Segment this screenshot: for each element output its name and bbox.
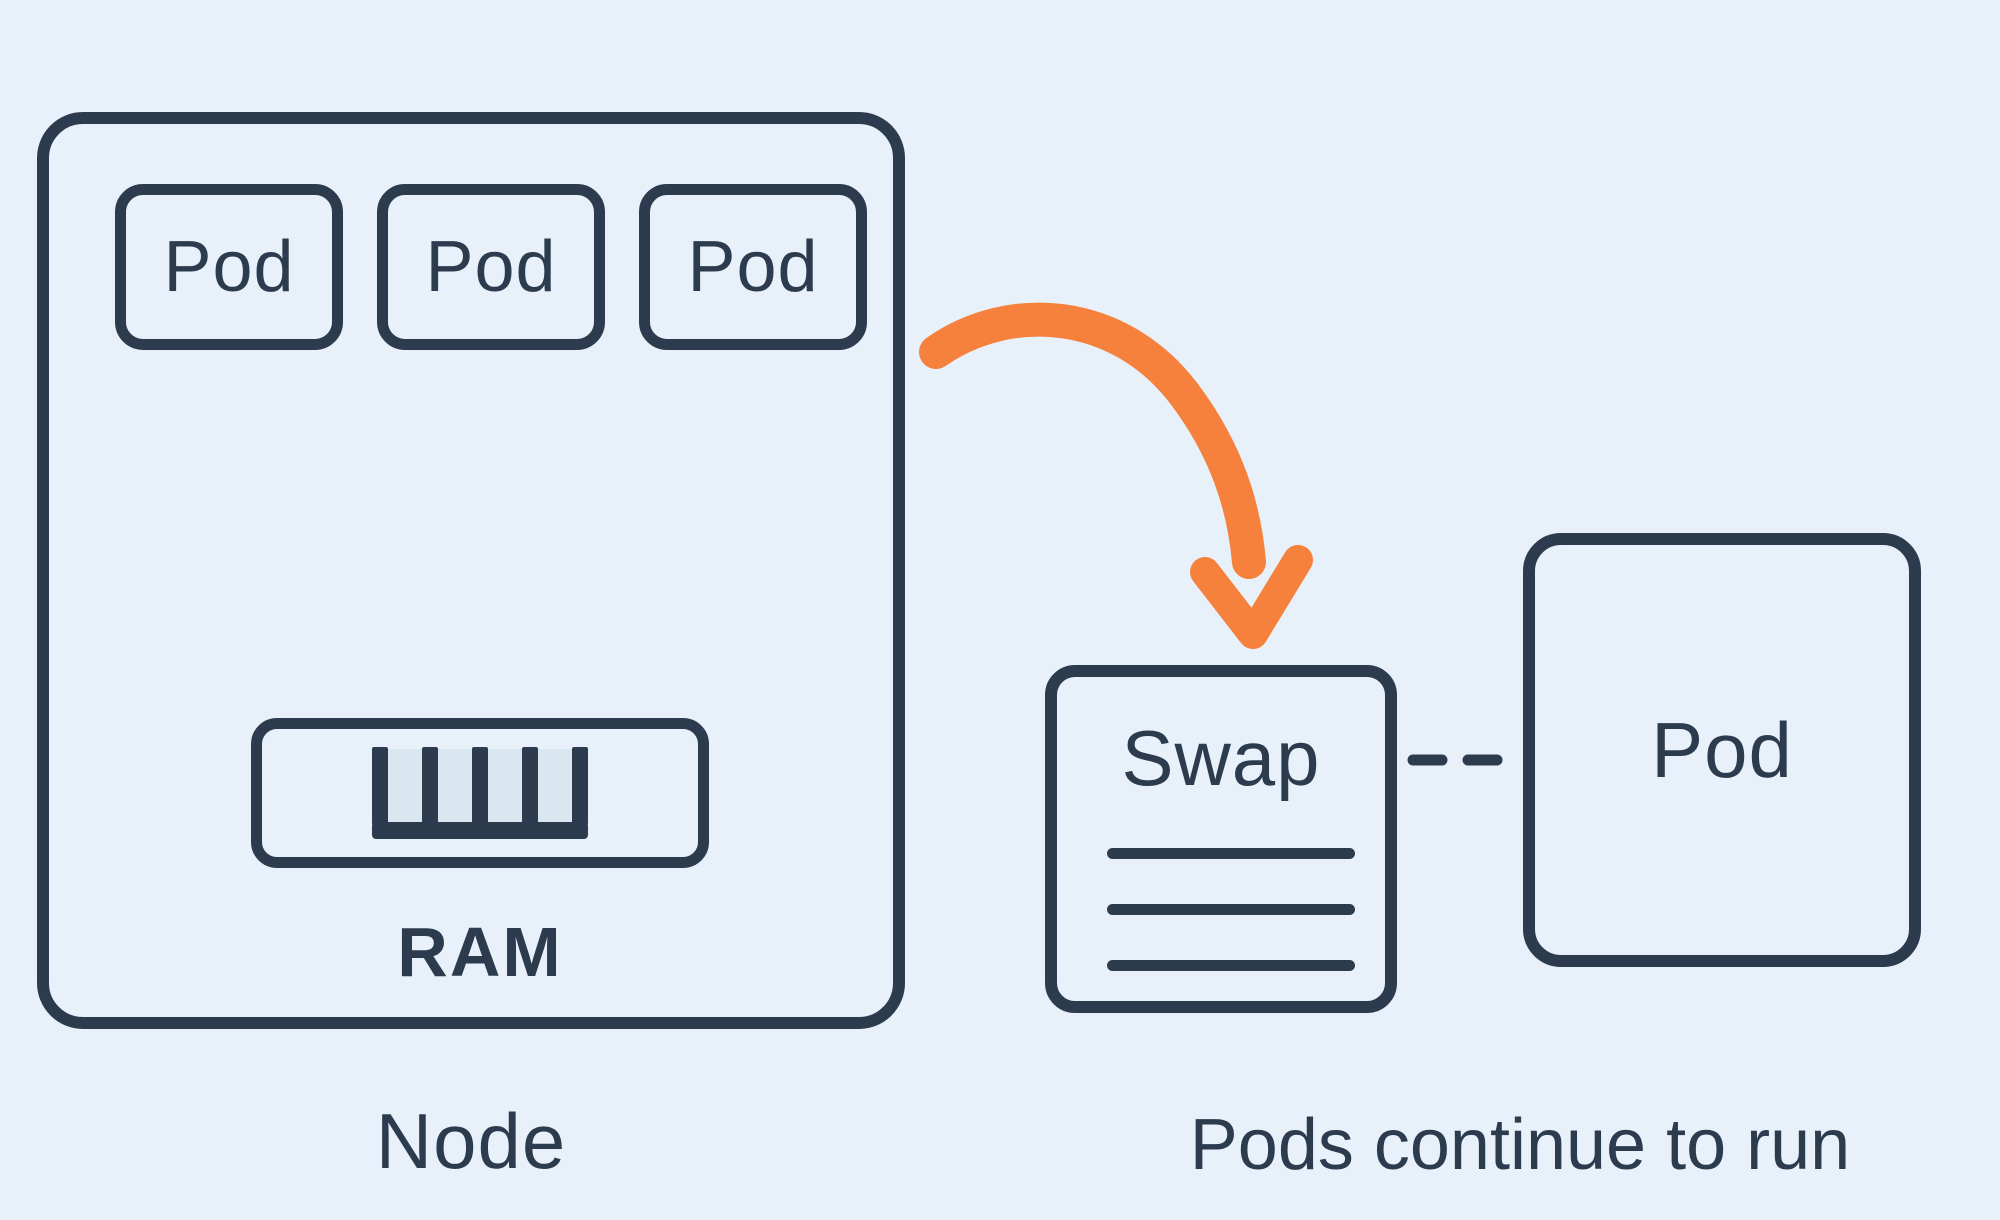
pod-box-3: Pod bbox=[639, 184, 867, 350]
ram-box bbox=[251, 718, 709, 868]
pod-box-1: Pod bbox=[115, 184, 343, 350]
swap-lines-icon bbox=[1107, 960, 1355, 971]
ram-label: RAM bbox=[397, 913, 563, 991]
pod-box-2: Pod bbox=[377, 184, 605, 350]
standalone-pod-box: Pod bbox=[1523, 533, 1921, 967]
standalone-pod-label: Pod bbox=[1651, 705, 1793, 794]
pod-2-label: Pod bbox=[425, 227, 557, 307]
ram-chip-icon bbox=[372, 747, 588, 839]
swap-lines-icon bbox=[1107, 848, 1355, 859]
curved-arrow-icon bbox=[919, 302, 1313, 649]
node-box: Pod Pod Pod RAM bbox=[37, 112, 905, 1029]
caption-text: Pods continue to run bbox=[1189, 1105, 1851, 1185]
pod-3-label: Pod bbox=[687, 227, 819, 307]
node-label: Node bbox=[375, 1097, 567, 1185]
swap-label: Swap bbox=[1121, 714, 1321, 802]
pod-1-label: Pod bbox=[163, 227, 295, 307]
swap-lines-icon bbox=[1107, 904, 1355, 915]
swap-box: Swap bbox=[1045, 665, 1397, 1013]
